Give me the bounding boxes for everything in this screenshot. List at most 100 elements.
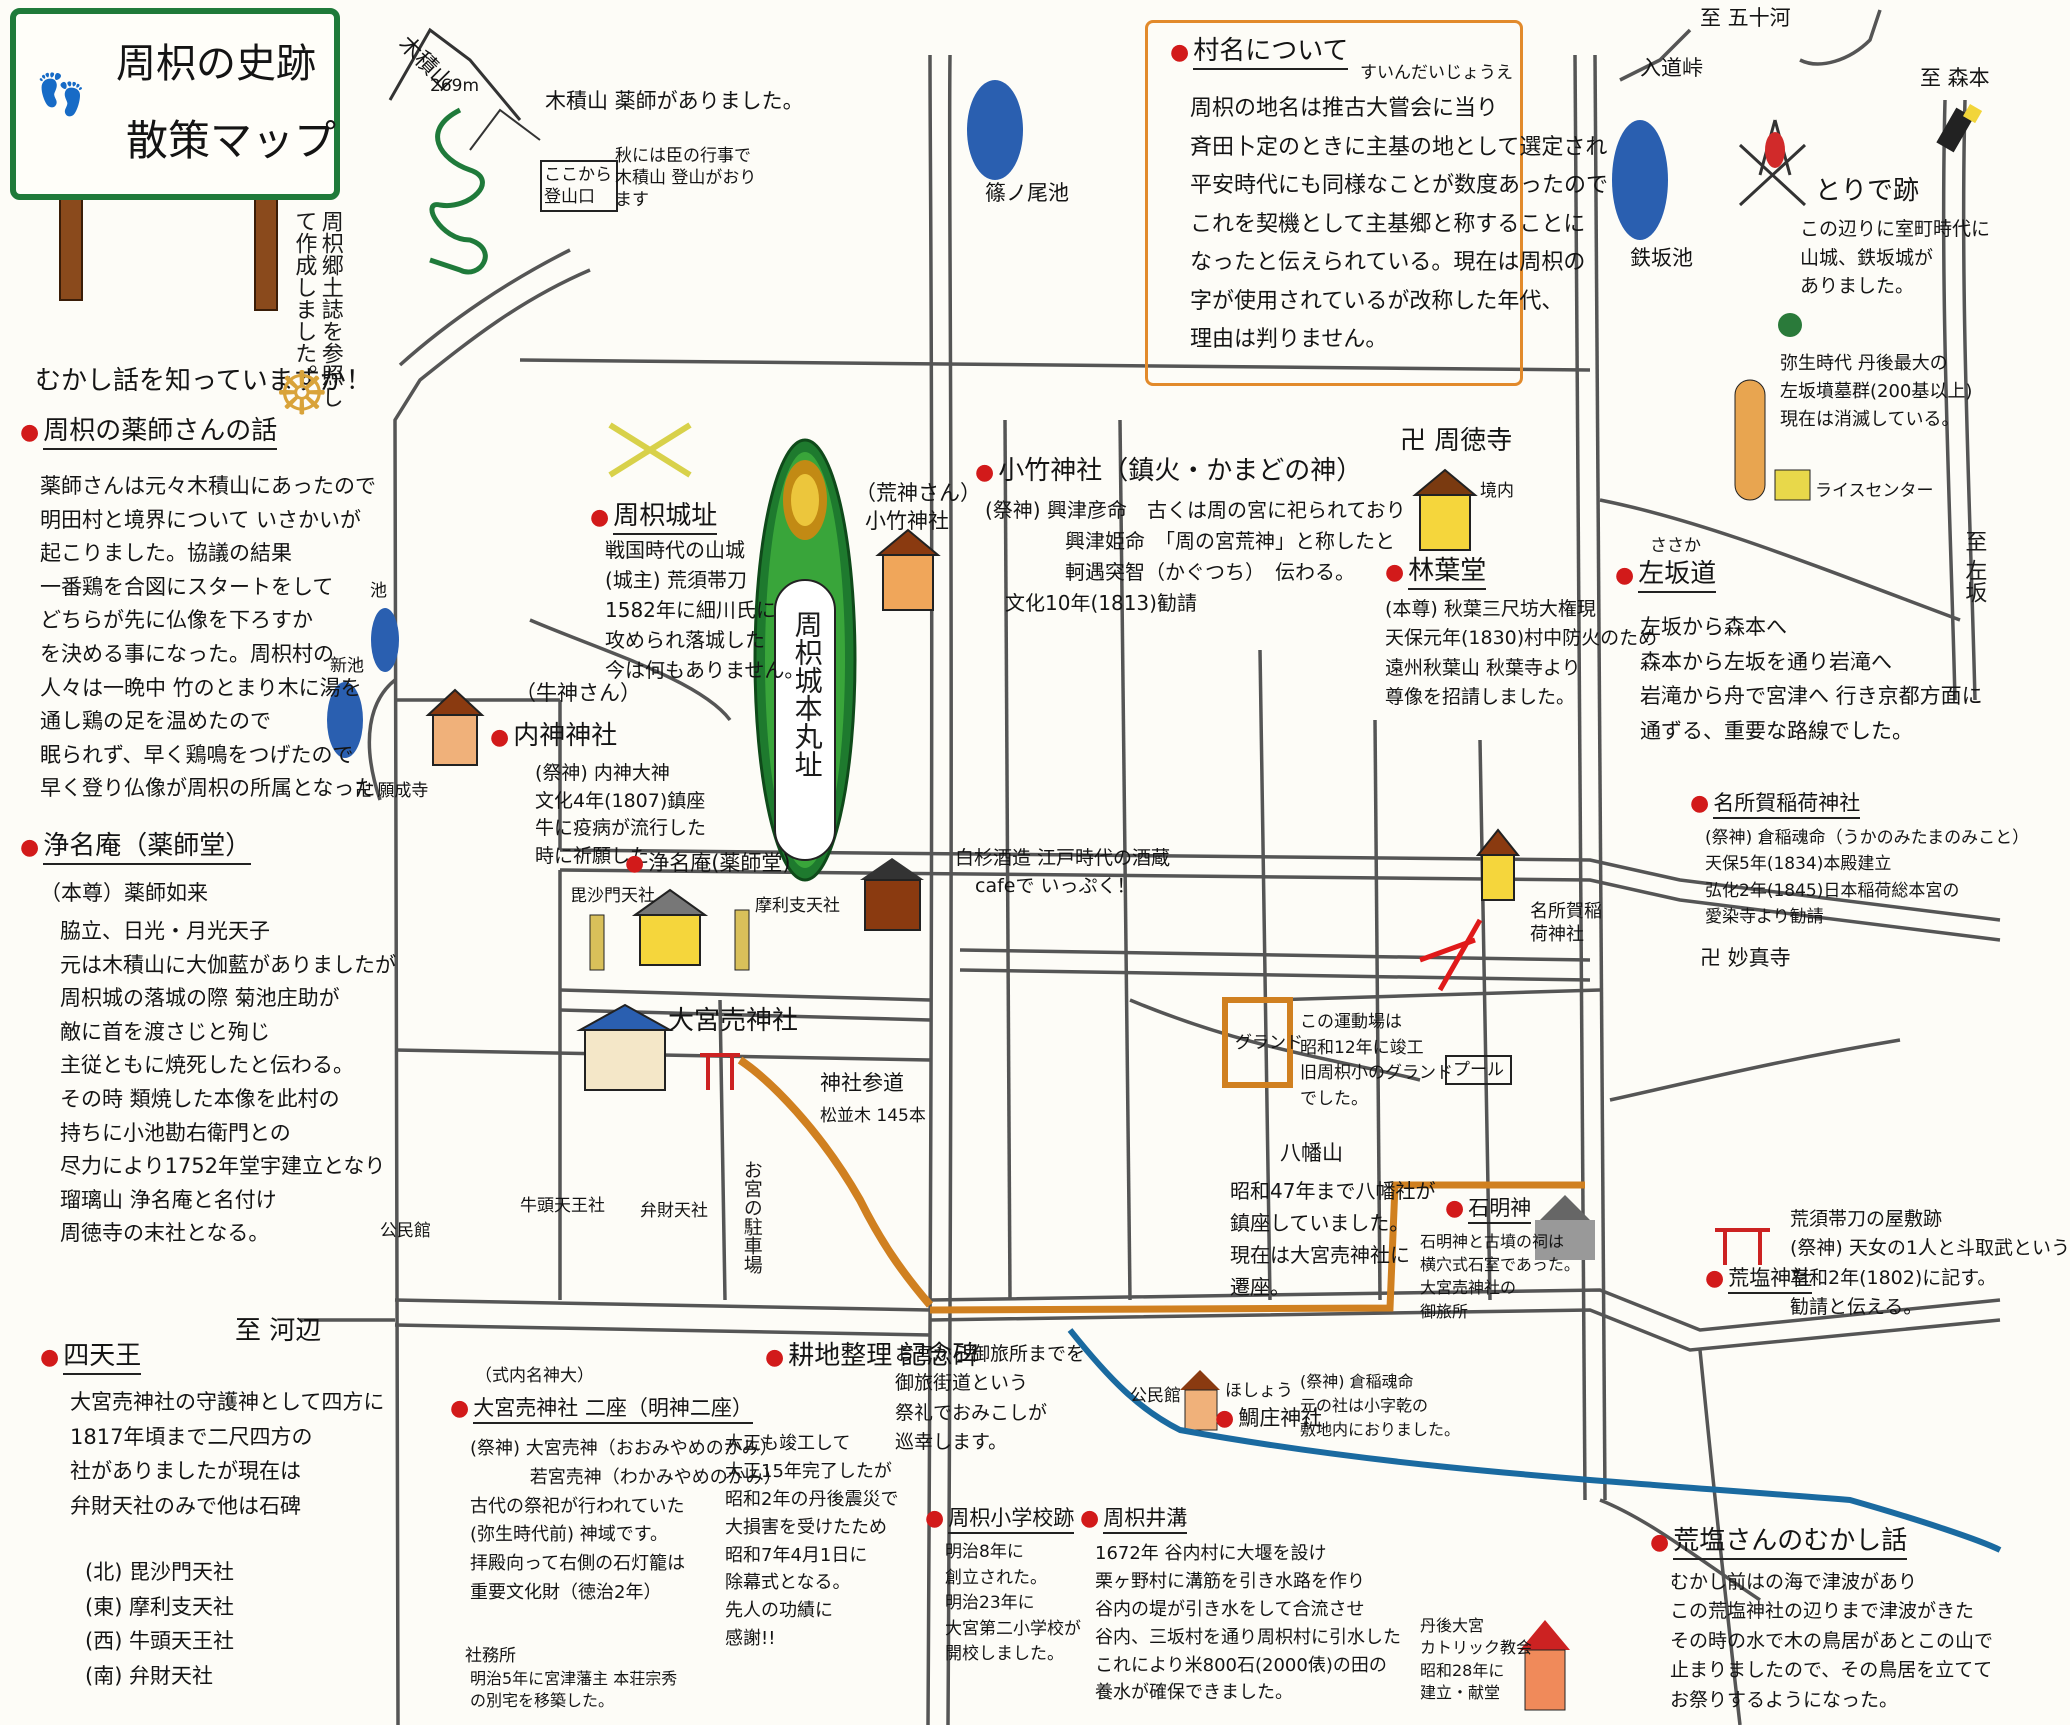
kosami-story-heading: ●荒塩さんのむかし話 <box>1650 1525 1908 1560</box>
pond-label-tetsusaka: 鉄坂池 <box>1630 246 1693 270</box>
castle-honmaru-label: 周枳城本丸址 <box>790 610 824 778</box>
village-name-ruby: すいんだいじょうえ <box>1360 63 1513 83</box>
yahata-title: 八幡山 <box>1280 1141 1343 1165</box>
autumn-note: 秋には臣の行事で木積山 登山がおります <box>615 146 757 211</box>
nakaga-heading: ●名所賀稲荷神社 <box>1690 790 1861 819</box>
shitenno-list: (北) 毘沙門天社(東) 摩利支天社 (西) 牛頭天王社(南) 弁財天社 <box>85 1560 235 1688</box>
omiya-info-text: (祭神) 大宮売神（おおみやめのかみ） 若宮売神（わかみやめのかみ） 古代の祭祀… <box>470 1438 782 1603</box>
road-network <box>300 9 2001 1725</box>
kinenhi-heading: ●耕地整理 記念碑 <box>765 1341 979 1371</box>
pond-label-4: 新池 <box>330 656 364 676</box>
mountain-height: 269m <box>430 76 480 96</box>
to-isoga-label: 至 五十河 <box>1700 6 1791 30</box>
village-name-box <box>1145 20 1523 386</box>
map-title-line1: 周枳の史跡 <box>116 41 316 87</box>
story-heading: ●周枳の薬師さんの話 <box>20 415 278 450</box>
shamusho-note: 明治5年に宮津藩主 本荘宗秀の別宅を移築した。 <box>470 1669 678 1711</box>
myojoji-label: 卍 妙真寺 <box>1700 946 1791 970</box>
omiya-shrine-label: 大宮売神社 <box>668 1006 799 1036</box>
shrine-kotake <box>875 528 941 611</box>
bishamon-label: 毘沙門天社 <box>570 886 655 906</box>
school-heading: ●周枳小学校跡 <box>925 1505 1075 1534</box>
sake-brewery <box>860 858 924 931</box>
torch-icon <box>1738 119 1807 207</box>
ponds <box>327 80 1668 758</box>
shitenno-heading: ●四天王 <box>40 1340 142 1375</box>
uchigami-text: (祭神) 内神大神文化4年(1807)鎮座 牛に疫病が流行した時に祈願した <box>535 762 707 867</box>
torii-kosami <box>1715 1228 1770 1265</box>
otabi-road <box>929 1181 1585 1314</box>
river <box>1067 1328 2002 1553</box>
kosami-text: 荒須帯刀の屋敷跡(祭神) 天女の1人と斗取武という 享和2年(1802)に記す。… <box>1790 1208 2070 1319</box>
shrine-omiya <box>576 1003 674 1091</box>
ground-field <box>1222 997 1293 1088</box>
akasaka-text: 左坂から森本へ森本から左坂を通り岩滝へ 岩滝から舟で宮津へ 行き京都方面に通ずる… <box>1640 615 1983 743</box>
kotake-text: (祭神) 興津彦命 古くは周の宮に祀られており 興津姫命 「周の宮荒神」と称した… <box>985 498 1406 615</box>
pond-label-3: 池 <box>370 581 387 601</box>
ground-text: この運動場は昭和12年に竣工 旧周枳小のグランドでした。 <box>1300 1012 1453 1109</box>
church-text: 丹後大宮カトリック教会 昭和28年に建立・献堂 <box>1420 1616 1533 1703</box>
village-name-heading: ●村名について <box>1170 35 1349 70</box>
yahata-text: 昭和47年まで八幡社が鎮座していました。 現在は大宮売神社に遷座。 <box>1230 1179 1436 1299</box>
crossed-swords-icon <box>608 422 692 478</box>
toride-text: この辺りに室町時代に山城、鉄坂城がありました。 <box>1800 218 1991 297</box>
footprints-icon: 👣 <box>36 72 86 118</box>
hoshou-ruby: ほしょう <box>1225 1381 1293 1401</box>
marishiten-label: 摩利支天社 <box>755 896 840 916</box>
pond-small-2 <box>327 682 363 758</box>
pond-small-1 <box>371 608 399 672</box>
village-name-text: 周枳の地名は推古大嘗会に当り 斉田卜定のときに主基の地として選定され 平安時代に… <box>1190 96 1609 352</box>
mountain-note: 木積山 薬師がありました。 <box>545 89 804 113</box>
trailhead-sign: ここから登山口 <box>540 160 618 213</box>
pottery-icon <box>1778 313 1802 337</box>
rice-center-label: ライスセンター <box>1815 481 1934 501</box>
hayashiba-hall <box>1412 468 1478 551</box>
akasaka-heading: ●左坂道 <box>1615 558 1717 593</box>
pool-label: プール <box>1445 1055 1512 1086</box>
kojin-shrine-name: 小竹神社 <box>865 509 949 533</box>
uchigami-name: ●内神神社 <box>490 721 618 751</box>
gozu-label: 牛頭天王社 <box>520 1196 605 1216</box>
torii-row-nakaga <box>1419 918 1483 992</box>
hayashiba-text: (本尊) 秋葉三尺坊大権現天保元年(1830)村中防火のため 遠州秋葉山 秋葉寺… <box>1385 598 1658 709</box>
pond-label-shinoo: 篠ノ尾池 <box>985 181 1069 205</box>
church <box>1520 1620 1570 1711</box>
shrine-ishigami <box>1535 1195 1595 1260</box>
shrine-nakaga <box>1475 828 1521 901</box>
irrigation-text: 1672年 谷内村に大堰を設け栗ヶ野村に溝筋を引き水路を作り 谷内の堤が引き水を… <box>1095 1543 1401 1704</box>
ishigami-text: 石明神と古墳の祠は横穴式石室であった。 大宮売神社の御旅所 <box>1420 1232 1580 1321</box>
toride-heading: とりで跡 <box>1815 176 1920 206</box>
title-signboard: 周枳の史跡 散策マップ 👣 <box>10 8 340 200</box>
ishigami-heading: ●石明神 <box>1445 1195 1532 1224</box>
rice-center <box>1774 469 1811 501</box>
nyudo-pass-label: 入道峠 <box>1640 56 1703 80</box>
ground-label: グランド <box>1235 1033 1303 1053</box>
nakaga-text: (祭神) 倉稲魂命（うかのみたまのみこと）天保5年(1834)本殿建立 弘化2年… <box>1705 828 2030 928</box>
jomyoan-map-label: ●浄名庵(薬師堂) <box>625 851 791 876</box>
story-question: むかし話を知っていますか！ <box>35 366 372 396</box>
tunnel-icon <box>1936 107 1974 153</box>
buddha-icon: ☸ <box>275 359 329 429</box>
parking-label: お宮の駐車場 <box>740 1160 763 1274</box>
kotake-heading: ●小竹神社（鎮火・かまどの神） <box>975 456 1363 486</box>
shamusho-label: 社務所 <box>465 1646 516 1666</box>
kosami-heading: ●荒塩神社 <box>1705 1265 1813 1294</box>
jomyoan-heading: ●浄名庵（薬師堂） <box>20 830 252 865</box>
to-kawabe-label: 至 河辺 <box>235 1316 322 1346</box>
kofun-text: 弥生時代 丹後最大の左坂墳墓群(200基以上)現在は消滅している。 <box>1780 353 1973 430</box>
castle-heading: ●周枳城址 <box>590 500 718 535</box>
credit-note: 周枳郷土誌を参照して作成しました。 <box>291 210 343 408</box>
mountain-kizumiyama <box>388 27 541 275</box>
temple-jomyoan <box>589 888 750 971</box>
hoshou-text: (祭神) 倉稲魂命元の社は小字乾の敷地内におりました。 <box>1300 1372 1461 1439</box>
shrine-uchigami <box>425 688 485 766</box>
story-text: 薬師さんは元々木積山にあったので明田村と境界について いさかいが起こりました。協… <box>40 474 376 801</box>
jomyoan-text: 脇立、日光・月光天子元は木積山に大伽藍がありましたが周枳城の落城の際 菊池庄助が… <box>60 919 396 1246</box>
omiya-info-label-top: （式内名神大） <box>475 1366 594 1386</box>
hoshou-name: ●鯛庄神社 <box>1215 1406 1323 1431</box>
kominkan2-label: 公民館 <box>1130 1386 1181 1406</box>
pond-shinoo <box>967 80 1023 180</box>
temple-ganjoji-label: 卍 願成寺 <box>355 781 429 801</box>
akasaka-ruby: ささか <box>1650 536 1701 556</box>
